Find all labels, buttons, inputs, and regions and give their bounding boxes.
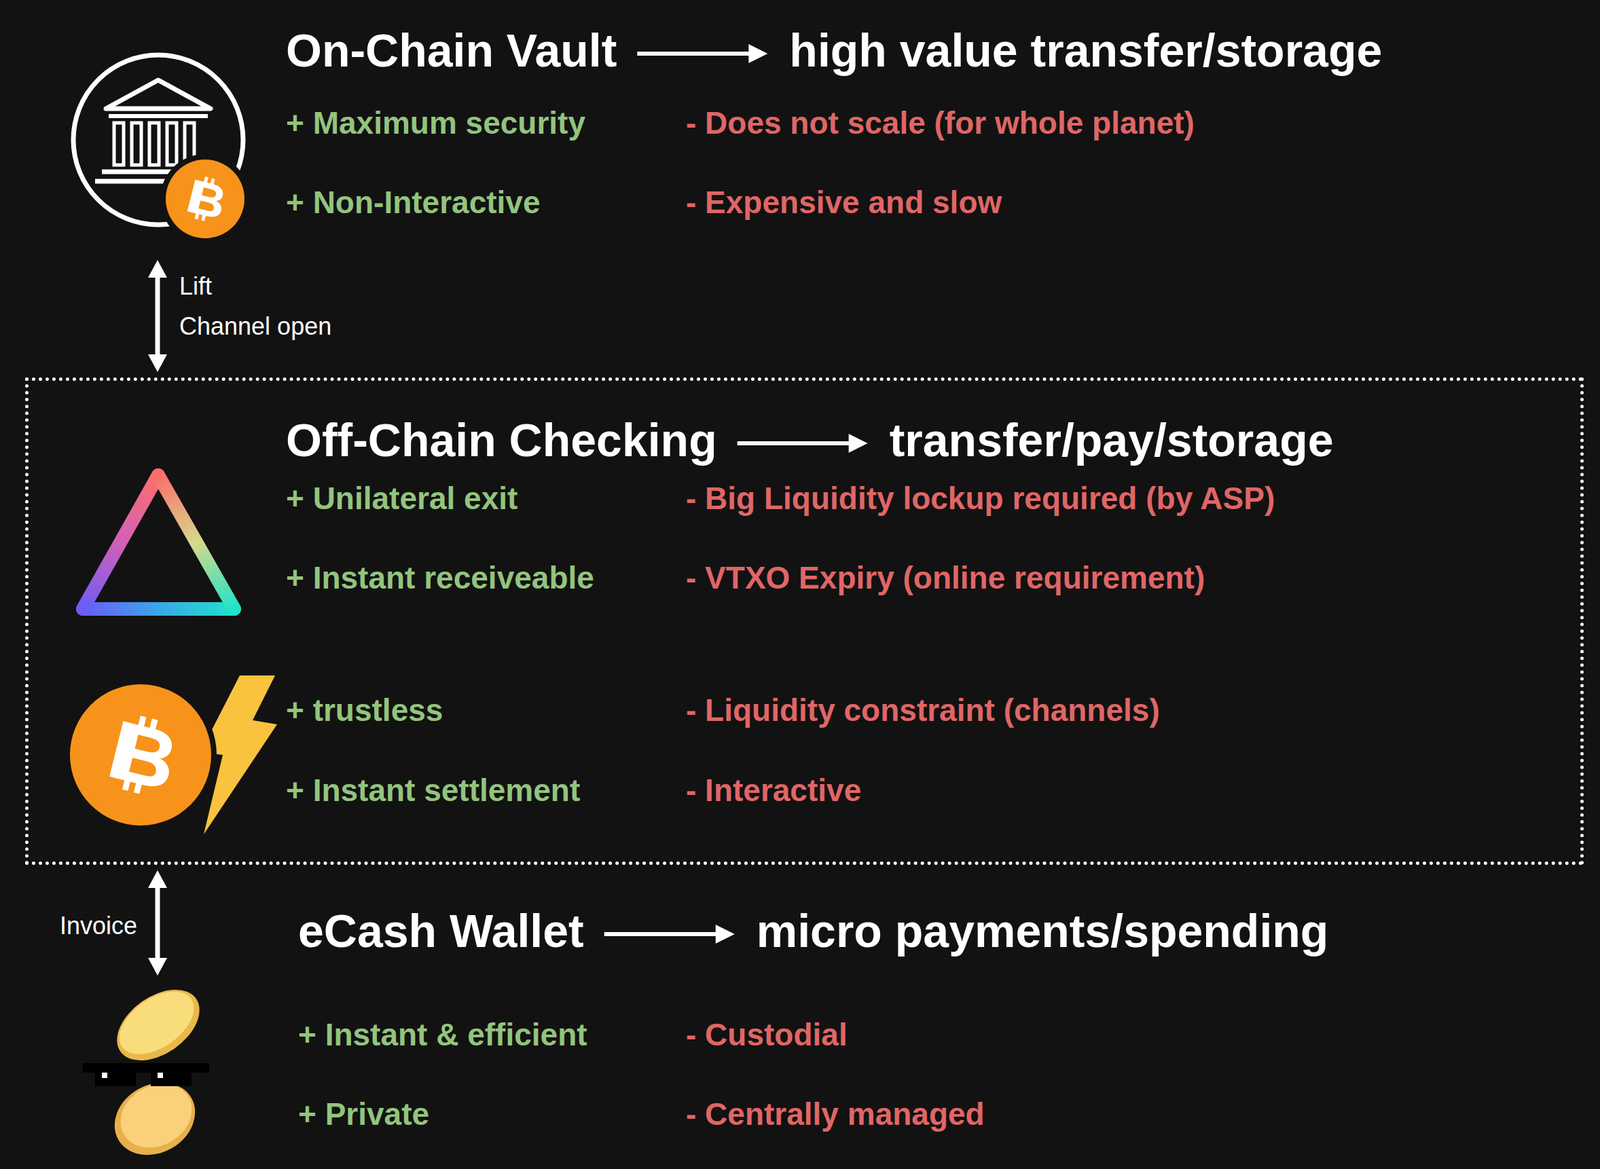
glint	[101, 1073, 108, 1079]
tier-title: eCash Wallet	[298, 903, 585, 960]
ark-icon	[82, 475, 235, 610]
option-group: + Unilateral exit - Big Liquidity lockup …	[271, 468, 1562, 612]
pro-point: + Private	[298, 1096, 430, 1134]
triangle-side	[82, 475, 159, 610]
con-point: - Does not scale (for whole planet)	[685, 104, 1195, 142]
tier-purpose: transfer/pay/storage	[889, 412, 1334, 469]
bank-roof	[105, 80, 211, 109]
bitcoin-symbol	[107, 712, 182, 800]
con-point: - Custodial	[685, 1016, 848, 1054]
ecash-coin	[103, 975, 213, 1076]
bank-icon	[73, 55, 250, 244]
title-arrow	[737, 433, 868, 453]
tier-title: On-Chain Vault	[285, 23, 617, 79]
con-point: - Big Liquidity lockup required (by ASP)	[685, 480, 1275, 518]
title-arrow	[604, 924, 735, 944]
double-arrow	[148, 870, 168, 976]
double-arrow	[148, 260, 168, 373]
bank-column	[131, 122, 142, 166]
pro-point: + Non-Interactive	[285, 184, 541, 222]
bank-column	[114, 122, 124, 166]
glint	[157, 1073, 163, 1079]
lightning-icon	[64, 675, 278, 835]
sunglasses	[150, 1070, 192, 1087]
con-point: - VTXO Expiry (online requirement)	[685, 559, 1205, 597]
pro-point: + Instant settlement	[285, 772, 580, 810]
coin-outline	[160, 154, 250, 244]
tier-title: Off-Chain Checking	[285, 412, 718, 469]
bitcoin-symbol	[186, 174, 229, 225]
con-point: - Expensive and slow	[685, 184, 1002, 222]
title-arrow	[637, 44, 768, 64]
con-point: - Interactive	[685, 772, 862, 810]
option-group: + trustless - Liquidity constraint (chann…	[271, 679, 1562, 826]
pro-point: + Unilateral exit	[285, 480, 518, 518]
tier-group: On-Chain Vault high value transfer/storag…	[40, 20, 1583, 255]
pro-point: + trustless	[285, 692, 443, 730]
ecash-icon	[82, 975, 213, 1169]
edge-label: Lift	[179, 271, 212, 301]
edge-label: Invoice	[59, 911, 138, 941]
con-point: - Centrally managed	[685, 1096, 985, 1134]
bank-beam	[108, 114, 208, 119]
tier-box: + Unilateral exit - Big Liquidity lockup …	[25, 377, 1584, 866]
pro-point: + Maximum security	[285, 104, 586, 142]
icon-ring	[73, 55, 244, 225]
bitcoin-coin	[69, 684, 212, 826]
tier-purpose: micro payments/spending	[756, 903, 1330, 960]
tier-purpose: high value transfer/storage	[789, 23, 1383, 79]
con-point: - Liquidity constraint (channels)	[685, 692, 1160, 730]
tier-group: eCash Walletmicro payments/spending+ Ins…	[40, 981, 1583, 1167]
sunglasses	[95, 1070, 136, 1087]
pro-point: + Instant receiveable	[285, 559, 595, 597]
triangle-side	[158, 475, 235, 610]
coin-outline	[64, 679, 217, 832]
arrow-note: Channel open	[179, 311, 332, 341]
pro-point: + Instant & efficient	[298, 1016, 588, 1054]
triangle-side	[82, 602, 235, 616]
bitcoin-coin	[165, 159, 245, 239]
bank-column	[149, 122, 159, 166]
bank-column	[167, 122, 177, 166]
